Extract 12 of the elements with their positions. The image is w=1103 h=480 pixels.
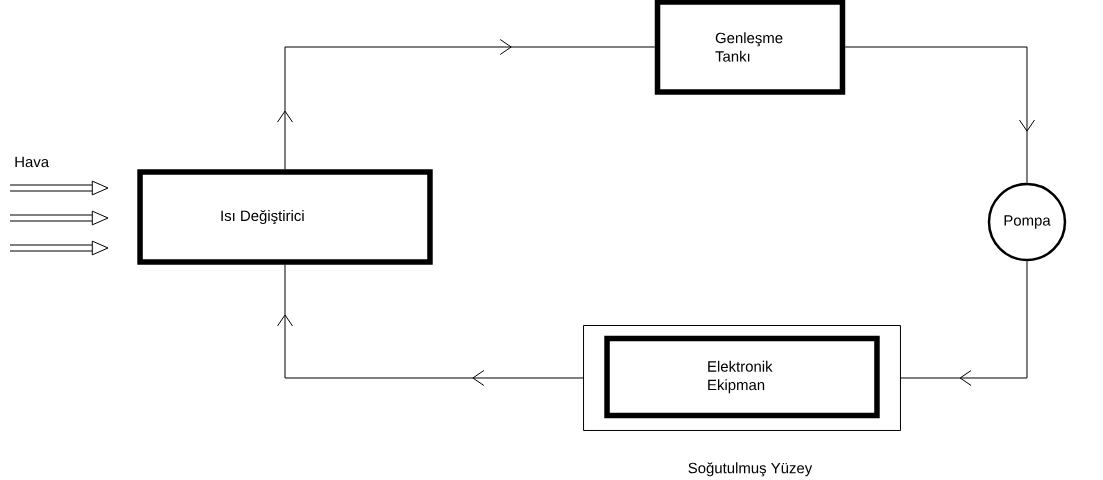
surface-label: Soğutulmuş Yüzey <box>688 462 813 477</box>
flow-line <box>900 260 1028 386</box>
flow-line <box>277 39 656 170</box>
flow-line <box>277 264 584 386</box>
process-box: Elektronik Ekipman <box>604 335 880 419</box>
flow-line <box>844 46 1035 184</box>
air-label: Hava <box>15 156 50 168</box>
process-box: Isı Değiştirici <box>137 169 433 265</box>
air-arrow <box>10 240 109 256</box>
air-arrow <box>10 210 109 226</box>
air-arrow <box>10 180 109 196</box>
process-box: Genleşme Tankı <box>654 0 846 95</box>
